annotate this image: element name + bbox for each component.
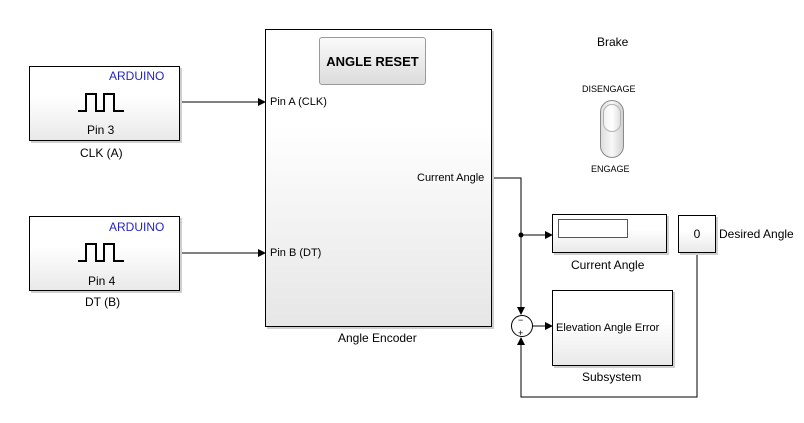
brake-title: Brake bbox=[597, 35, 629, 49]
brake-disengage-label: DISENGAGE bbox=[582, 84, 636, 94]
subsystem-inner-label: Elevation Angle Error bbox=[556, 322, 660, 334]
arduino-dt-caption: DT (B) bbox=[85, 295, 121, 309]
arduino-dt-pin: Pin 4 bbox=[88, 274, 116, 288]
brake-engage-label: ENGAGE bbox=[591, 164, 630, 174]
desired-angle-value: 0 bbox=[693, 227, 701, 241]
brake-toggle-switch[interactable] bbox=[600, 100, 624, 158]
encoder-port-a: Pin A (CLK) bbox=[270, 96, 327, 108]
current-angle-caption: Current Angle bbox=[571, 258, 645, 272]
subsystem-block[interactable] bbox=[552, 290, 673, 366]
arduino-clk-block[interactable] bbox=[29, 66, 180, 141]
sum-plus-sign: + bbox=[518, 328, 524, 338]
arduino-dt-header: ARDUINO bbox=[109, 220, 165, 234]
wire-current-angle bbox=[492, 177, 553, 239]
subsystem-caption: Subsystem bbox=[582, 370, 642, 384]
angle-reset-button[interactable]: ANGLE RESET bbox=[319, 37, 426, 85]
arduino-clk-header: ARDUINO bbox=[109, 69, 165, 83]
arduino-clk-caption: CLK (A) bbox=[80, 146, 123, 160]
encoder-port-b: Pin B (DT) bbox=[270, 247, 322, 259]
arduino-clk-pin: Pin 3 bbox=[87, 123, 115, 137]
pulse-icon bbox=[78, 243, 124, 262]
wire-desired-angle bbox=[517, 253, 698, 398]
current-angle-value-field bbox=[558, 219, 628, 238]
desired-angle-caption: Desired Angle bbox=[719, 227, 794, 241]
desired-angle-constant-block[interactable]: 0 bbox=[678, 215, 716, 253]
pulse-icon bbox=[78, 93, 124, 112]
branch-point bbox=[518, 232, 524, 238]
sum-block[interactable] bbox=[511, 315, 533, 337]
sum-minus-sign: − bbox=[518, 315, 524, 325]
angle-encoder-caption: Angle Encoder bbox=[338, 331, 417, 345]
toggle-knob[interactable] bbox=[603, 104, 621, 132]
encoder-output-port: Current Angle bbox=[417, 172, 485, 184]
arduino-dt-block[interactable] bbox=[29, 216, 180, 291]
